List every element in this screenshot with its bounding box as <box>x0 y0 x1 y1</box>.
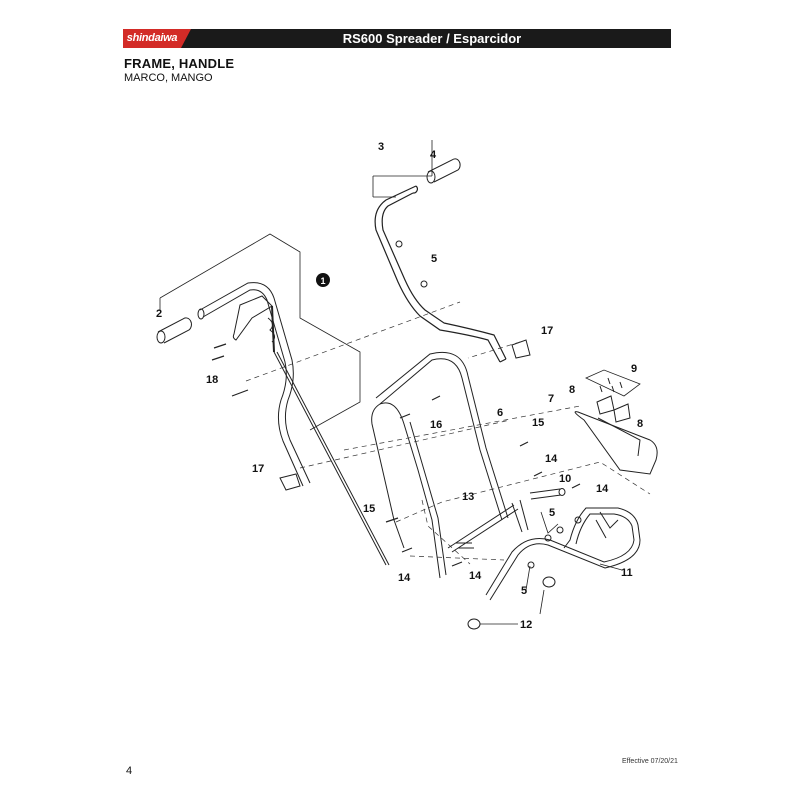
callout-3: 3 <box>378 141 384 153</box>
callout-12: 12 <box>520 619 532 631</box>
callout-5: 5 <box>549 507 555 519</box>
effective-date: Effective 07/20/21 <box>622 758 678 765</box>
foot-12a <box>467 618 481 630</box>
knob-17a <box>511 339 531 359</box>
callout-17: 17 <box>541 325 553 337</box>
callout-14: 14 <box>596 483 609 495</box>
callout-15: 15 <box>363 503 375 515</box>
section-subtitle: MARCO, MANGO <box>124 72 213 84</box>
grip-4 <box>426 158 461 184</box>
clip-8a <box>596 395 615 415</box>
callout-2: 2 <box>156 308 162 320</box>
clip-8b <box>613 403 631 423</box>
bolts <box>211 343 581 567</box>
callout-9: 9 <box>631 363 637 375</box>
upper-handle <box>374 185 507 363</box>
callout-15: 15 <box>532 417 544 429</box>
section-title: FRAME, HANDLE <box>124 56 235 71</box>
lower-frame-11 <box>485 507 641 601</box>
knob-17b <box>279 473 301 491</box>
callout-11: 11 <box>621 567 633 579</box>
document-title: RS600 Spreader / Esparcidor <box>342 31 522 46</box>
callout-10: 10 <box>559 473 571 485</box>
callout-8: 8 <box>637 418 643 430</box>
callout-8: 8 <box>569 384 575 396</box>
frame-6 <box>371 351 529 579</box>
bar-10 <box>529 488 562 500</box>
callout-1: 1 <box>320 276 325 286</box>
callout-14: 14 <box>469 570 482 582</box>
screws-9 <box>599 377 623 393</box>
foot-12b <box>542 576 556 588</box>
header-bar: shindaiwa RS600 Spreader / Esparcidor <box>123 29 671 48</box>
callout-5: 5 <box>521 585 527 597</box>
bracket-1 <box>159 233 361 431</box>
callout-14: 14 <box>398 572 411 584</box>
callout-5: 5 <box>431 253 437 265</box>
assembly-callout <box>316 273 330 287</box>
bar-13 <box>447 504 519 553</box>
deflector-7 <box>574 411 658 475</box>
brand-logo: shindaiwa <box>123 29 181 48</box>
logo-notch <box>181 29 191 48</box>
bracket-3 <box>372 140 433 198</box>
callout-7: 7 <box>548 393 554 405</box>
callout-14: 14 <box>545 453 558 465</box>
callout-16: 16 <box>430 419 442 431</box>
callout-4: 4 <box>430 149 437 161</box>
grip-2 <box>156 317 192 344</box>
callout-13: 13 <box>462 491 474 503</box>
nuts-5 <box>395 240 582 569</box>
box-9 <box>585 369 641 397</box>
callout-17: 17 <box>252 463 264 475</box>
callout-6: 6 <box>497 407 503 419</box>
callout-18: 18 <box>206 374 218 386</box>
handle-assembly <box>197 282 390 566</box>
page-number: 4 <box>126 765 133 777</box>
